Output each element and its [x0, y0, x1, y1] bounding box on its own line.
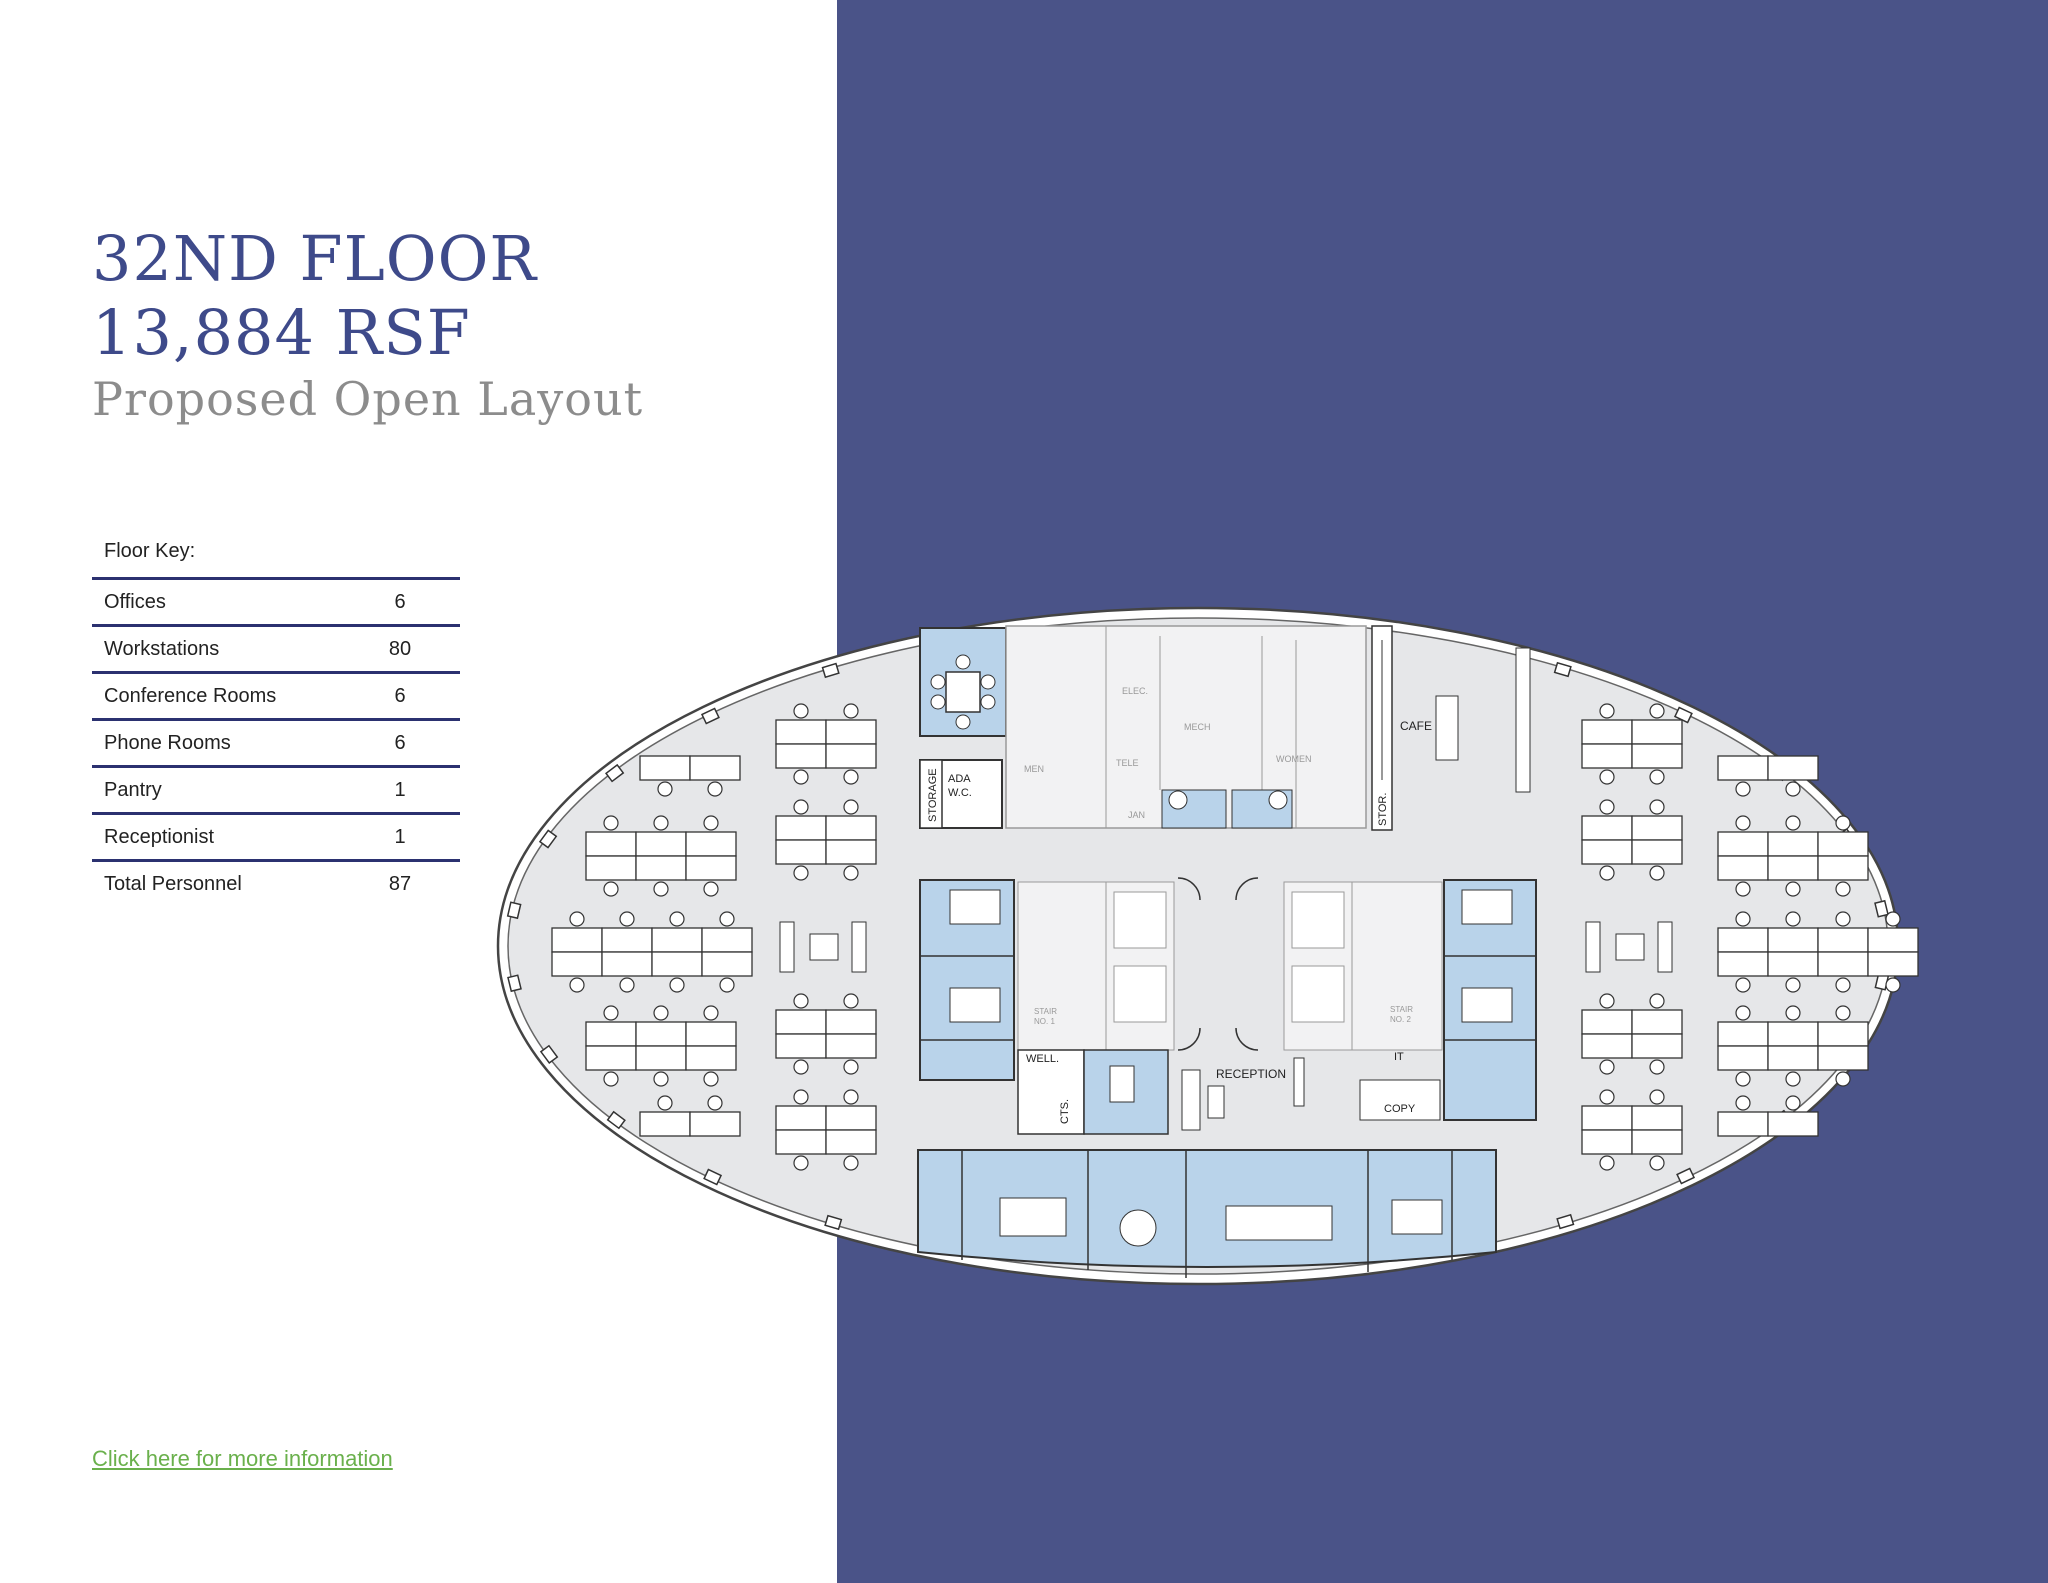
tele-label: TELE [1116, 758, 1139, 768]
stor-label: STOR. [1377, 793, 1389, 826]
cafe-area: STOR. CAFE [1371, 625, 1531, 831]
well-label: WELL. [1026, 1053, 1059, 1065]
core-services: MEN ELEC. TELE JAN MECH WOMEN [1005, 625, 1367, 829]
workstation-cluster [775, 703, 877, 785]
conference-room-top-left [919, 627, 1007, 737]
lobby-doors [1177, 877, 1259, 1051]
key-row-workstations: Workstations 80 [92, 627, 460, 674]
cts-label: CTS. [1059, 1099, 1071, 1124]
jan-label: JAN [1128, 810, 1145, 820]
layout-subtitle: Proposed Open Layout [92, 372, 644, 426]
stair1-label-b: NO. 1 [1034, 1017, 1055, 1026]
key-row-phone-rooms: Phone Rooms 6 [92, 721, 460, 768]
reception-label: RECEPTION [1216, 1067, 1286, 1081]
key-row-offices: Offices 6 [92, 580, 460, 627]
cafe-label: CAFE [1400, 719, 1432, 733]
key-value: 6 [394, 591, 406, 613]
workstation-groups [551, 703, 1919, 1171]
workstation-cluster [1717, 755, 1819, 797]
key-value: 1 [394, 826, 406, 848]
workstation-cluster [1581, 993, 1683, 1075]
workstation-cluster [775, 993, 877, 1075]
stair2-label-a: STAIR [1390, 1005, 1413, 1014]
conference-row-bottom [917, 1149, 1497, 1278]
workstation-cluster [1717, 815, 1869, 897]
key-label: Conference Rooms [104, 685, 277, 707]
women-label: WOMEN [1276, 754, 1312, 764]
workstation-cluster [585, 815, 737, 897]
key-label: Phone Rooms [104, 732, 231, 754]
key-row-receptionist: Receptionist 1 [92, 815, 460, 862]
key-label: Pantry [104, 779, 162, 801]
workstation-cluster [551, 911, 753, 993]
elec-label: ELEC. [1122, 686, 1148, 696]
key-value: 6 [394, 685, 406, 707]
ada-label: ADA [948, 773, 971, 785]
workstation-cluster [1581, 703, 1683, 785]
key-value: 80 [388, 638, 412, 660]
key-value: 1 [394, 779, 406, 801]
floor-key-table: Floor Key: Offices 6 Workstations 80 Con… [92, 535, 460, 906]
workstation-cluster [1581, 799, 1683, 881]
stair2-label-b: NO. 2 [1390, 1015, 1411, 1024]
workstation-cluster [1717, 911, 1919, 993]
workstation-cluster [585, 1005, 737, 1087]
workstation-cluster [1717, 1095, 1819, 1137]
storage-ada-block: STORAGE ADA W.C. [919, 759, 1003, 829]
men-label: MEN [1024, 764, 1044, 774]
key-label: Offices [104, 591, 166, 613]
workstation-cluster [1717, 1005, 1869, 1087]
stair-elevator-left: STAIR NO. 1 [1017, 881, 1175, 1051]
copy-label: COPY [1384, 1103, 1416, 1115]
offices-left [919, 879, 1015, 1081]
workstation-cluster [639, 755, 741, 797]
offices-right [1443, 879, 1537, 1121]
more-info-link[interactable]: Click here for more information [92, 1446, 393, 1471]
key-value: 6 [394, 732, 406, 754]
key-label: Receptionist [104, 826, 215, 848]
workstation-cluster [775, 799, 877, 881]
workstation-cluster [1581, 1089, 1683, 1171]
storage-label: STORAGE [927, 768, 939, 822]
reception-area: WELL. CTS. RECEPTION IT COPY [1017, 1049, 1441, 1135]
lounge-seating [779, 921, 867, 973]
it-label: IT [1394, 1051, 1404, 1063]
stair1-label-a: STAIR [1034, 1007, 1057, 1016]
floor-title: 32ND FLOOR [92, 222, 538, 295]
workstation-cluster [639, 1095, 741, 1137]
key-label: Workstations [104, 638, 220, 660]
lounge-seating [1585, 921, 1673, 973]
key-row-conference-rooms: Conference Rooms 6 [92, 674, 460, 721]
wc-label: W.C. [948, 787, 972, 799]
key-label: Total Personnel [104, 873, 242, 895]
workstation-cluster [775, 1089, 877, 1171]
key-row-pantry: Pantry 1 [92, 768, 460, 815]
stair-elevator-right: STAIR NO. 2 [1283, 881, 1443, 1051]
mech-label: MECH [1184, 722, 1211, 732]
key-row-total-personnel: Total Personnel 87 [92, 862, 460, 906]
area-title: 13,884 RSF [92, 296, 471, 369]
key-value: 87 [388, 873, 412, 895]
floor-key-title: Floor Key: [92, 535, 460, 580]
